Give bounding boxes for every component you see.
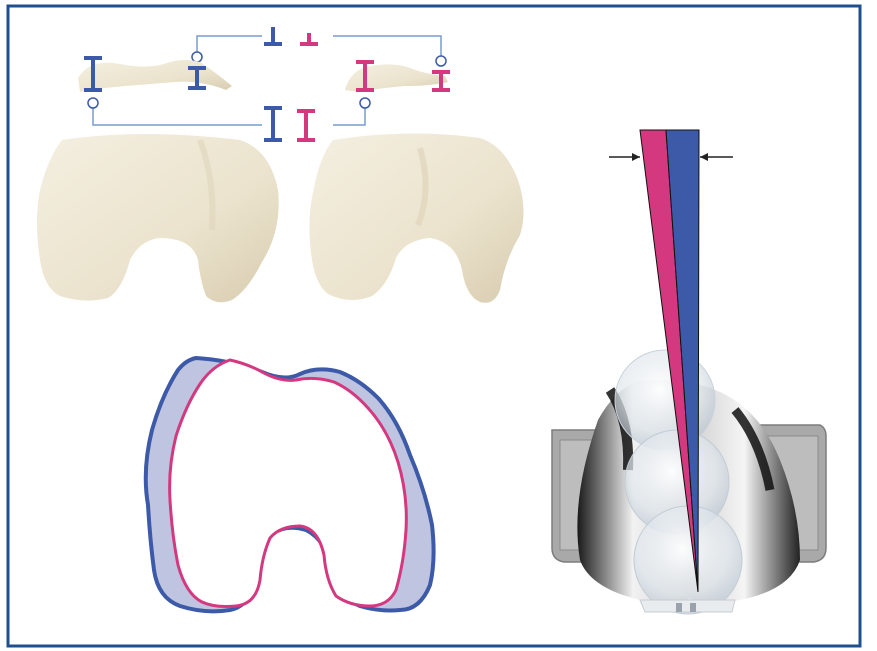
sphere-bottom — [634, 506, 742, 614]
base-peg — [676, 603, 682, 612]
circle-icon — [192, 52, 202, 62]
circle-icon — [88, 98, 98, 108]
circle-icon — [360, 98, 370, 108]
base-peg — [690, 603, 696, 612]
circle-icon — [436, 56, 446, 66]
base-plate — [640, 600, 735, 612]
